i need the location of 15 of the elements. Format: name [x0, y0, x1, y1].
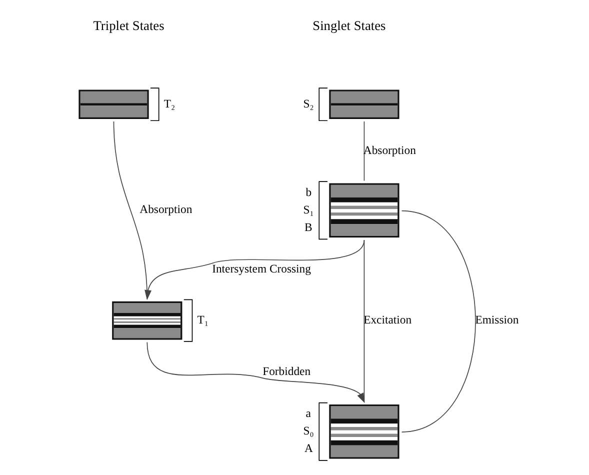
node-label: S₀ — [303, 424, 314, 438]
edge-label: Forbidden — [262, 365, 311, 378]
node-label: a — [306, 407, 311, 420]
edge-label: Emission — [475, 314, 519, 327]
edge-label: Intersystem Crossing — [212, 262, 311, 276]
node-label: T₂ — [164, 97, 176, 110]
node-label: S₂ — [303, 97, 314, 110]
label: Triplet States — [93, 18, 164, 33]
node-label: B — [304, 220, 312, 234]
node-label: b — [306, 186, 312, 199]
node-label: T₁ — [197, 314, 208, 327]
node-label: A — [304, 442, 313, 456]
node-label: S₁ — [303, 203, 314, 216]
label: Singlet States — [312, 18, 386, 33]
edge-label: Absorption — [140, 203, 192, 216]
